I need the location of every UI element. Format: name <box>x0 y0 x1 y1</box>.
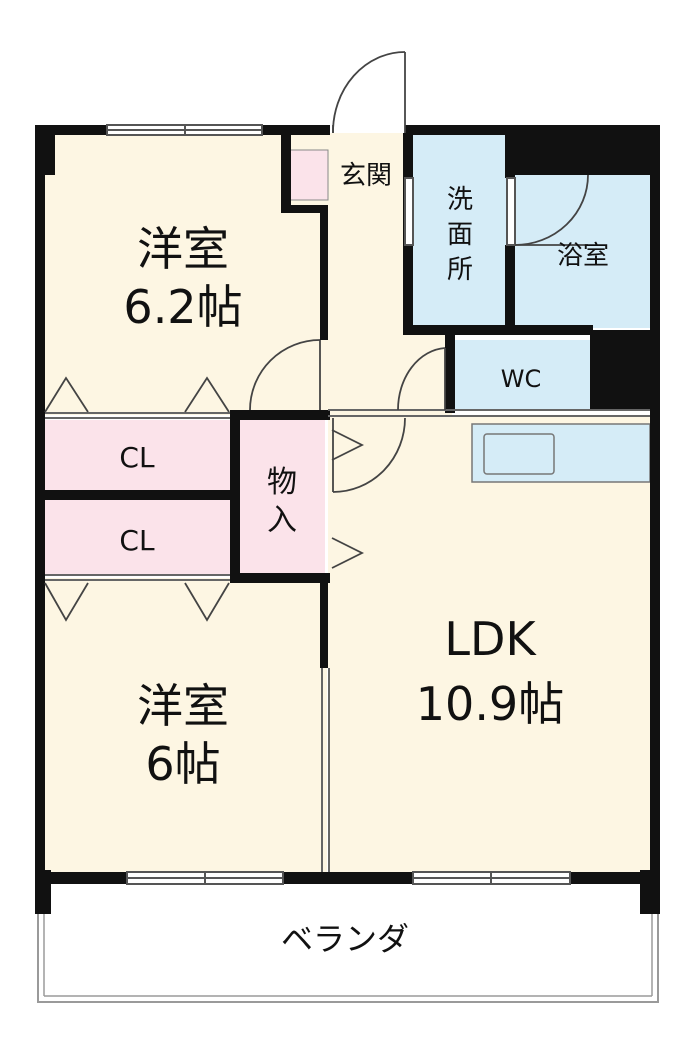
veranda-area <box>37 879 659 1003</box>
ldk-size: 10.9帖 <box>416 677 564 731</box>
storage-label-1: 物 <box>267 465 297 500</box>
toilet-label: WC <box>501 365 542 393</box>
washroom-area <box>412 133 507 328</box>
windows <box>106 124 571 885</box>
entrance-label: 玄関 <box>340 161 392 191</box>
toilet-area <box>452 340 590 410</box>
walls <box>35 125 660 914</box>
kitchen-sink <box>483 433 555 475</box>
ldk-room <box>328 415 650 873</box>
western-bottom-name: 洋室 <box>137 679 229 733</box>
doors <box>44 51 589 622</box>
closet-2-label: CL <box>119 524 155 557</box>
washroom-label-3: 所 <box>447 255 473 285</box>
washroom-label-2: 面 <box>447 220 473 250</box>
washroom-label-1: 洗 <box>447 185 473 215</box>
western-top-name: 洋室 <box>137 222 229 276</box>
closet-2 <box>45 500 235 574</box>
western-top-size: 6.2帖 <box>123 280 242 334</box>
bathroom-label: 浴室 <box>557 241 609 271</box>
closet-1 <box>45 420 235 492</box>
thin-walls <box>45 409 650 872</box>
storage-area <box>240 420 325 575</box>
closet-1-label: CL <box>119 441 155 474</box>
western-room-bottom <box>45 578 327 873</box>
storage-label-2: 入 <box>267 503 297 538</box>
veranda-label: ベランダ <box>281 920 409 958</box>
shoe-box <box>289 149 329 201</box>
ldk-name: LDK <box>444 612 537 666</box>
western-room-top <box>45 133 327 415</box>
western-bottom-size: 6帖 <box>145 737 220 791</box>
